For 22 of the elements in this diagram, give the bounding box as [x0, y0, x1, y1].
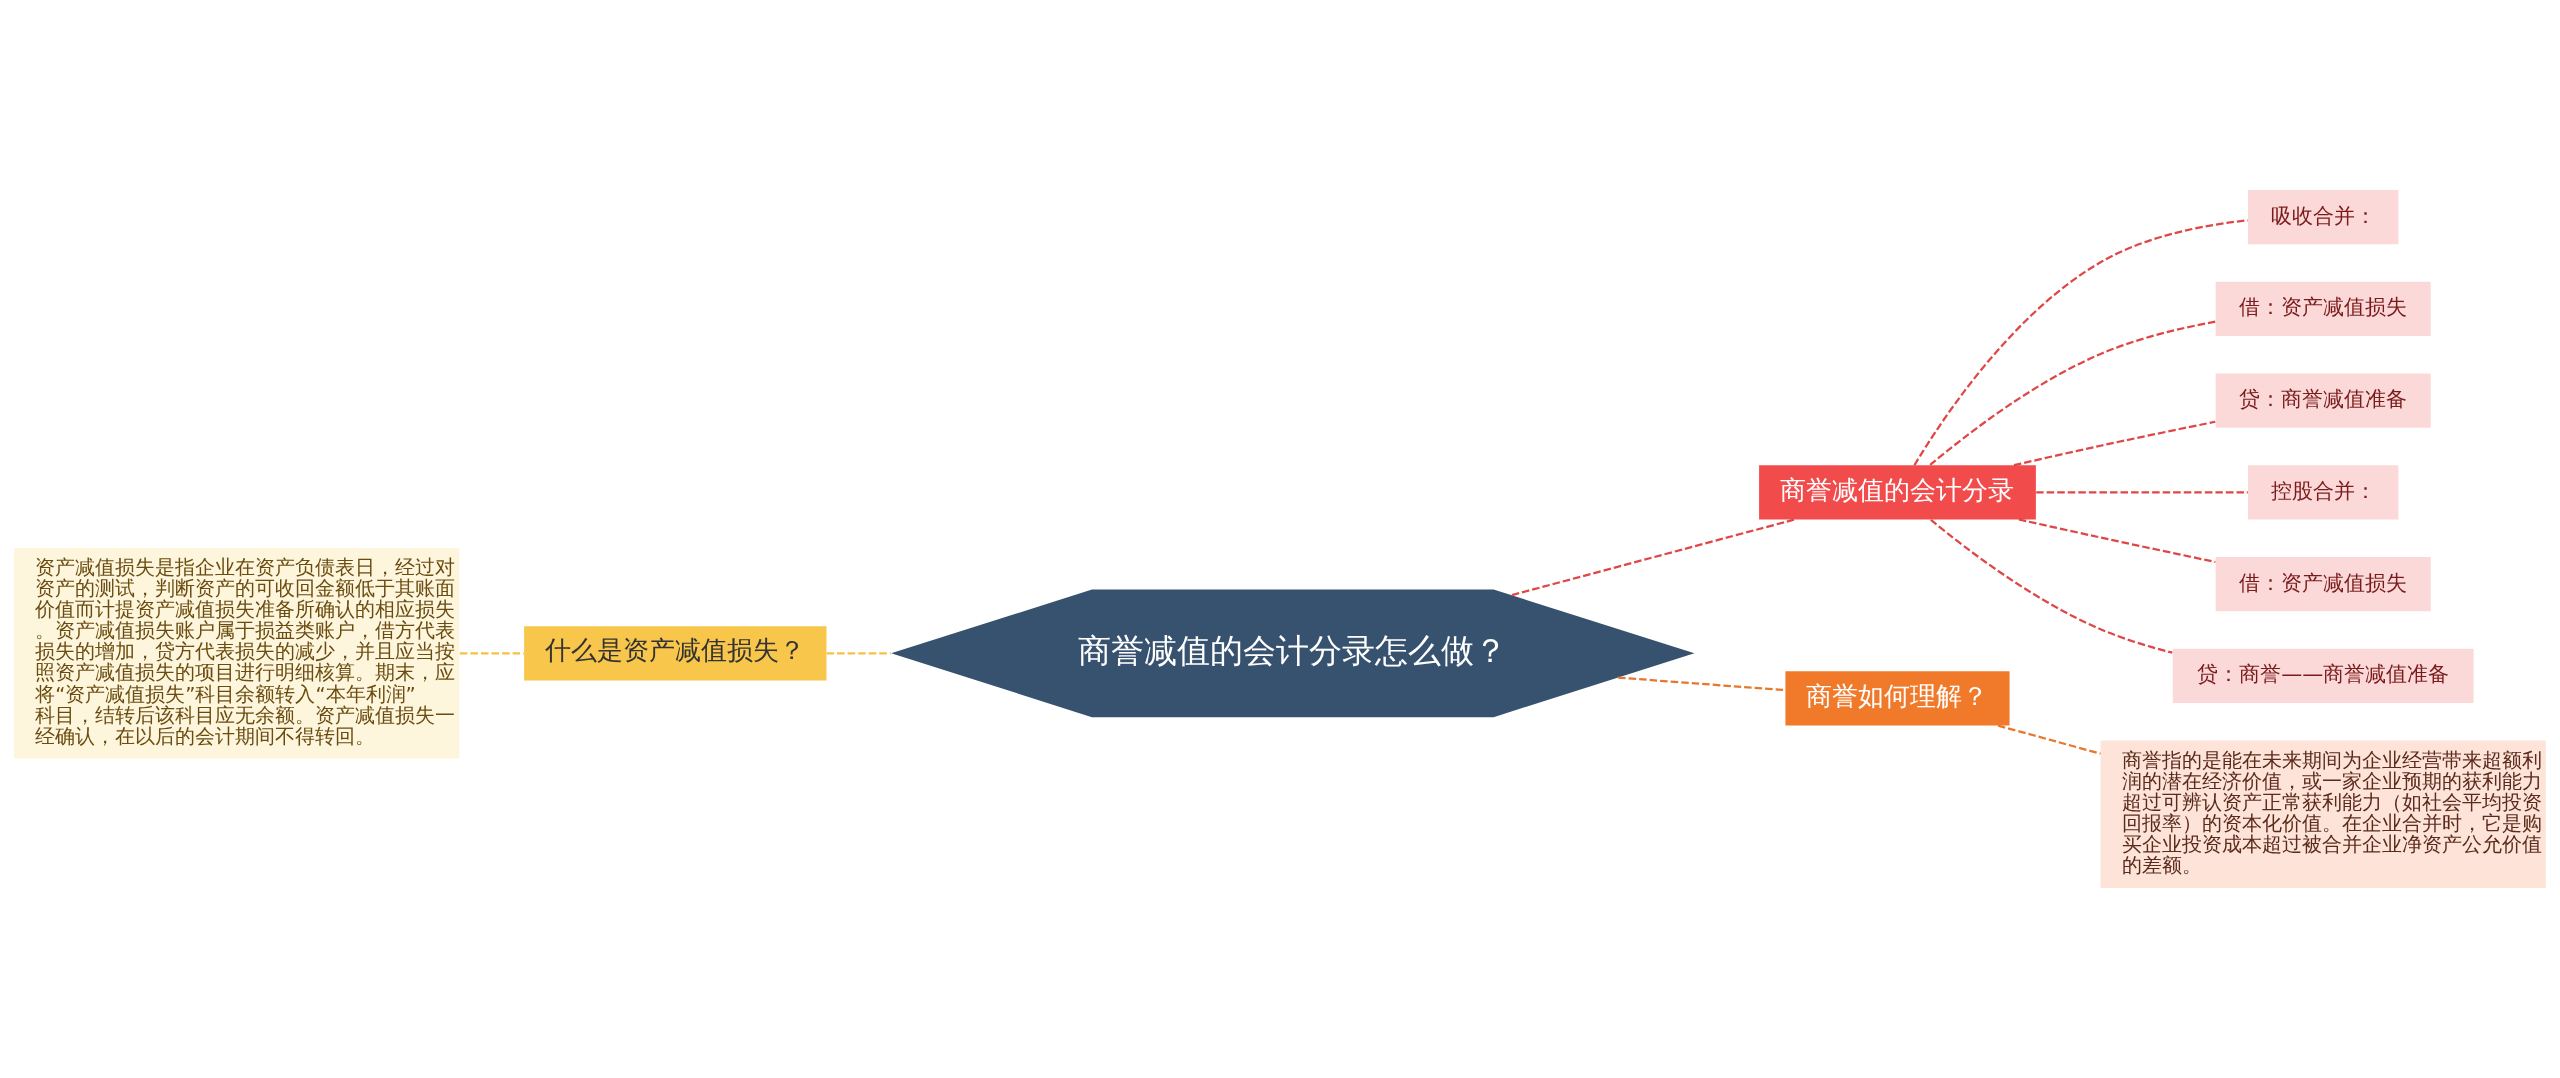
node-box: 商誉如何理解？ [1785, 671, 2010, 726]
node-box: 借：资产减值损失 [2215, 557, 2431, 612]
connector [1997, 724, 2101, 755]
node-box: 商誉指的是能在未来期间为企业经营带来超额利润的潜在经济价值，或一家企业预期的获利能力超过可辨认资产正常获利能力（如社会平均投资回报率）的资本化价值。在企业合并时，它是购买企业投资成本超过被合并企业净资产公允价值的差额。 [2100, 740, 2546, 888]
node-box: 借：资产减值损失 [2215, 281, 2431, 336]
connector [826, 652, 891, 655]
connector [2018, 518, 2216, 564]
node-box: 资产减值损失是指企业在资产负债表日，经过对资产的测试，判断资产的可收回金额低于其账面价值而计提资产减值损失准备所确认的相应损失。资产减值损失账户属于损益类账户，借方代表损失的增加，贷方代表损失的减少，并且应当按照资产减值损失的项目进行明细核算。期末，应将“资产减值损失”科目余额转入“本年利润”科目，结转后该科目应无余额。资产减值损失一经确认，在以后的会计期间不得转回。 [14, 548, 460, 759]
node-box: 贷：商誉——商誉减值准备 [2172, 648, 2474, 703]
connector [1930, 519, 2173, 654]
connector [459, 652, 524, 655]
node-box: 什么是资产减值损失？ [524, 626, 827, 681]
connector [1511, 518, 1795, 597]
connector [1617, 676, 1785, 692]
connector [1929, 320, 2216, 466]
connector [2013, 420, 2216, 467]
connector [2036, 491, 2248, 494]
node-box: 商誉减值的会计分录 [1759, 465, 2036, 520]
node-box: 控股合并： [2247, 465, 2399, 520]
connector [1913, 219, 2248, 466]
node-box: 贷：商誉减值准备 [2215, 373, 2431, 428]
node-box: 吸收合并： [2247, 190, 2399, 245]
